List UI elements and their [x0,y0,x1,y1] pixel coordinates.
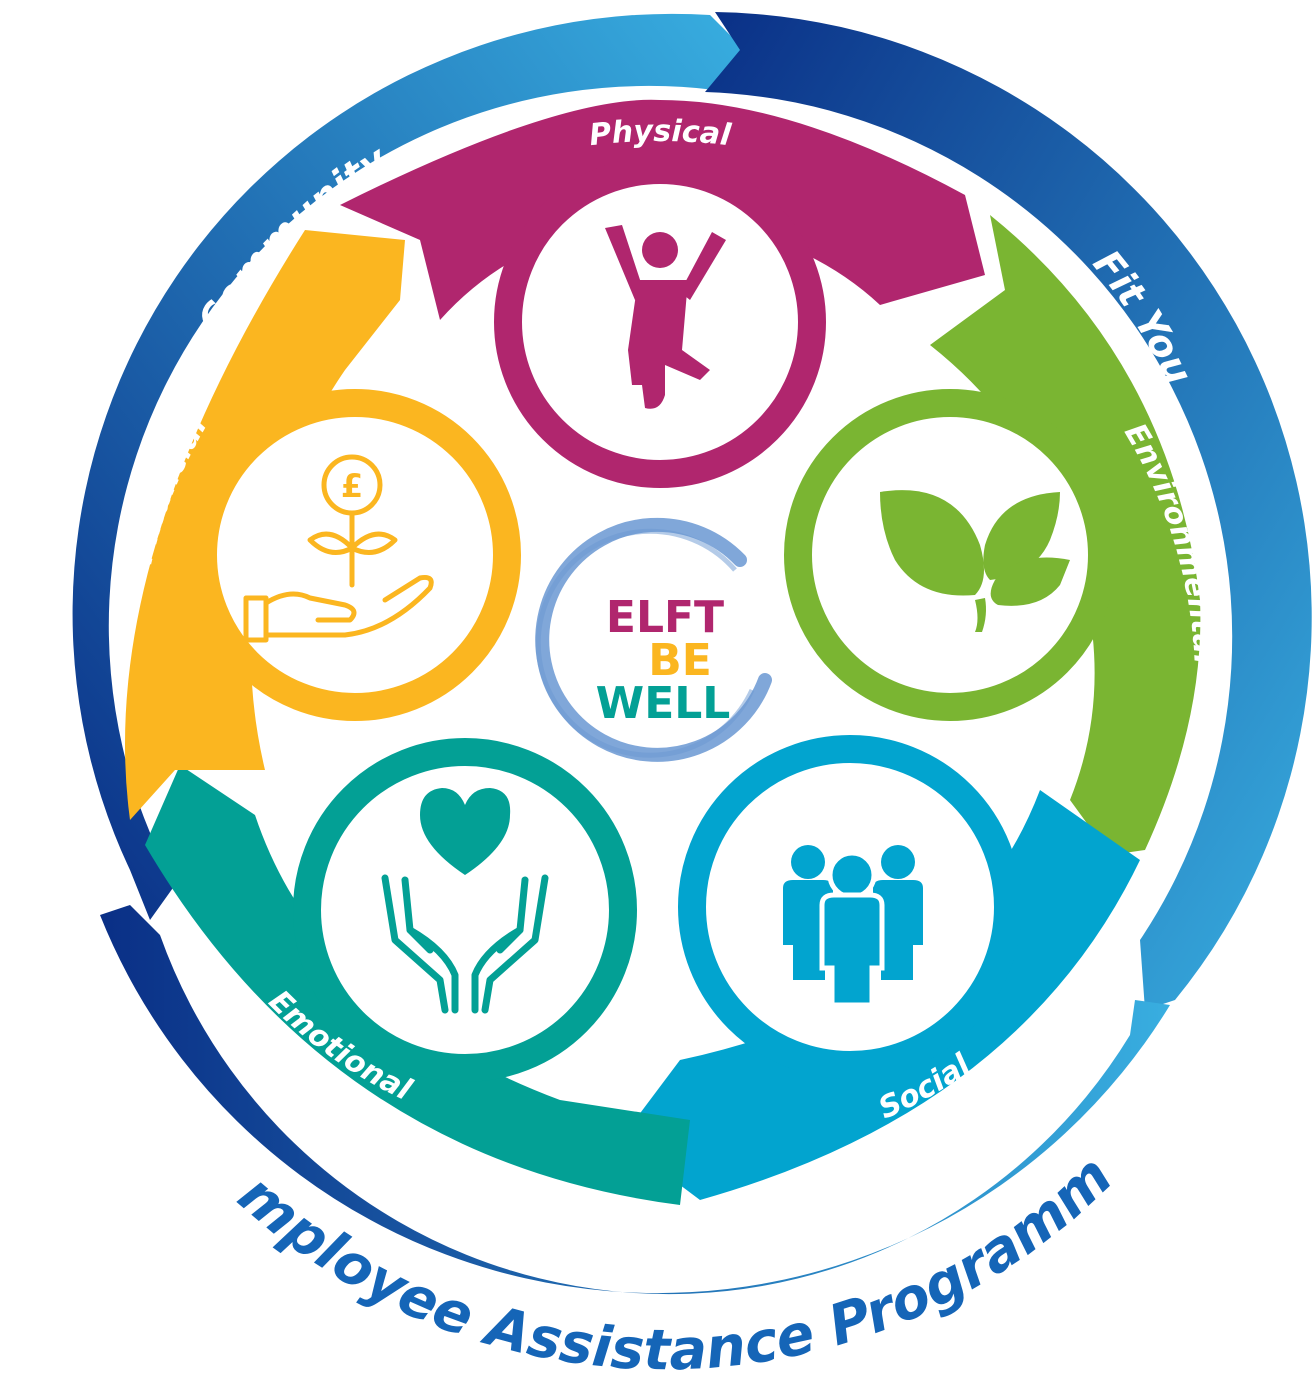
outer-segment-fit-you [705,12,1312,1010]
leaves-icon [880,490,1070,632]
circle-financial [189,389,521,721]
outer-segment-stronger-community [72,13,746,921]
people-group-icon [783,845,923,1008]
pound-sign-icon: £ [341,467,363,505]
logo-brush-ring [535,517,772,762]
logo-text-well: WELL [596,678,731,729]
elft-be-well-logo: ELFT BE WELL [535,517,772,762]
outer-label-healthy-team: Healthy Team [407,1183,677,1285]
arrow-environmental [930,215,1201,855]
hands-heart-icon [381,788,549,1014]
logo-text-be: BE [648,635,712,686]
circle-emotional [293,738,637,1082]
pillar-label-physical: Physical [588,114,734,153]
person-jumping-icon [605,225,726,409]
arrow-emotional [145,765,690,1205]
logo-text-elft: ELFT [606,592,724,643]
money-plant-hand-icon: £ [243,454,434,643]
